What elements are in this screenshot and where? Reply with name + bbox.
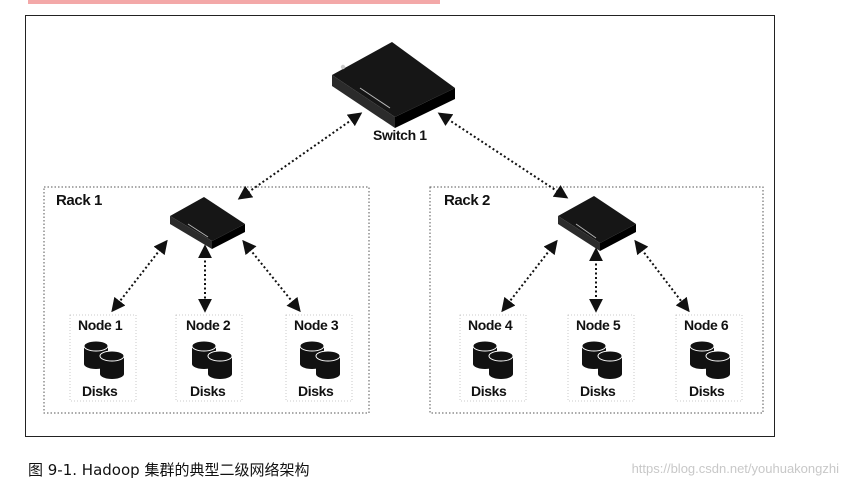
rack-1-label: Rack 1 bbox=[56, 192, 102, 209]
disk-stack-icon bbox=[689, 340, 731, 380]
rack-2-label: Rack 2 bbox=[444, 192, 490, 209]
node-5-box bbox=[567, 314, 635, 402]
disk-stack-icon bbox=[191, 340, 233, 380]
disks-label-6: Disks bbox=[689, 383, 725, 399]
node-6-box bbox=[675, 314, 743, 402]
node-3-box bbox=[285, 314, 353, 402]
disk-stack-icon bbox=[472, 340, 514, 380]
link-switch-rack1 bbox=[237, 112, 363, 200]
rack-2-box bbox=[429, 186, 764, 414]
disks-label-3: Disks bbox=[298, 383, 334, 399]
node-1-label: Node 1 bbox=[78, 317, 123, 333]
rack-2-switch-icon bbox=[558, 196, 636, 251]
disks-label-2: Disks bbox=[190, 383, 226, 399]
link-rack2-node4 bbox=[501, 239, 558, 313]
disks-label-5: Disks bbox=[580, 383, 616, 399]
top-accent-bar bbox=[28, 0, 440, 4]
disk-stack-icon bbox=[83, 340, 125, 380]
disks-label-1: Disks bbox=[82, 383, 118, 399]
node-4-label: Node 4 bbox=[468, 317, 513, 333]
switch-label: Switch 1 bbox=[373, 127, 427, 143]
node-3-label: Node 3 bbox=[294, 317, 339, 333]
link-switch-rack2 bbox=[437, 112, 569, 199]
link-rack1-node3 bbox=[242, 239, 301, 313]
watermark-text: https://blog.csdn.net/youhuakongzhi bbox=[631, 461, 839, 476]
figure-caption: 图 9-1. Hadoop 集群的典型二级网络架构 bbox=[28, 461, 310, 479]
core-switch-icon bbox=[332, 42, 455, 128]
node-5-label: Node 5 bbox=[576, 317, 621, 333]
disk-stack-icon bbox=[581, 340, 623, 380]
node-1-box bbox=[69, 314, 137, 402]
disk-stack-icon bbox=[299, 340, 341, 380]
disks-label-4: Disks bbox=[471, 383, 507, 399]
node-4-box bbox=[459, 314, 527, 402]
node-6-label: Node 6 bbox=[684, 317, 729, 333]
rack-1-box bbox=[43, 186, 370, 414]
diagram-frame bbox=[25, 15, 775, 437]
node-2-label: Node 2 bbox=[186, 317, 231, 333]
link-rack2-node6 bbox=[634, 239, 690, 313]
link-rack1-node1 bbox=[111, 239, 168, 313]
node-2-box bbox=[175, 314, 243, 402]
rack-1-switch-icon bbox=[170, 197, 245, 249]
